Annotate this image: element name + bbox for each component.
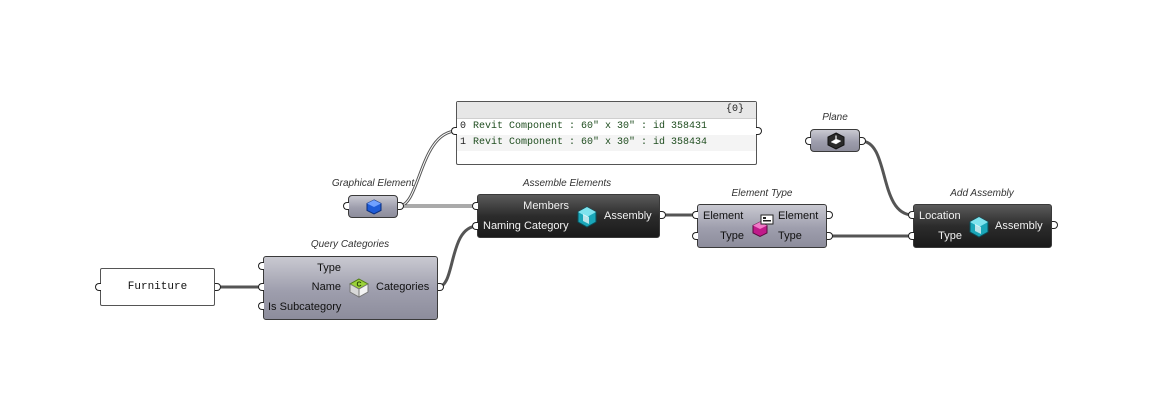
panel-input-grip[interactable] xyxy=(451,127,457,135)
assemble-elements-caption: Assemble Elements xyxy=(522,178,612,189)
output-label-assembly: Assembly xyxy=(995,220,1043,232)
output-label-assembly: Assembly xyxy=(604,210,652,222)
query-categories-name-grip[interactable] xyxy=(258,283,264,291)
element-type-type-output-grip[interactable] xyxy=(827,232,833,240)
wire-plane-to-location xyxy=(859,139,915,217)
input-label-is-subcategory: Is Subcategory xyxy=(268,301,342,313)
panel-row-index: 1 xyxy=(460,137,467,148)
panel-path: {0} xyxy=(725,104,744,115)
output-label-element: Element xyxy=(778,210,819,222)
plane-param[interactable] xyxy=(810,129,860,152)
input-label-type: Type xyxy=(938,230,962,242)
add-assembly-type-grip[interactable] xyxy=(908,232,914,240)
output-label-categories: Categories xyxy=(376,281,430,293)
furniture-output-grip[interactable] xyxy=(215,283,221,291)
input-label-naming-category: Naming Category xyxy=(483,220,569,232)
panel-row-index: 0 xyxy=(460,121,467,132)
assemble-output-grip[interactable] xyxy=(660,211,666,219)
graphical-element-input-grip[interactable] xyxy=(343,202,349,210)
plane-caption: Plane xyxy=(822,112,848,123)
element-type-element-output-grip[interactable] xyxy=(827,211,833,219)
furniture-panel[interactable]: Furniture xyxy=(100,268,215,306)
furniture-value: Furniture xyxy=(127,281,188,293)
svg-text:C: C xyxy=(356,282,361,289)
element-type-type-grip[interactable] xyxy=(692,232,698,240)
input-label-element: Element xyxy=(703,210,744,222)
panel-row: 0 Revit Component : 60" x 30" : id 35843… xyxy=(457,119,756,135)
graphical-element-caption: Graphical Element xyxy=(331,178,415,189)
wire-categories-to-naming xyxy=(436,224,480,289)
wire-graphical-to-panel xyxy=(397,129,459,208)
input-label-location: Location xyxy=(919,210,961,222)
add-assembly-location-grip[interactable] xyxy=(908,211,914,219)
revit-element-icon xyxy=(366,199,382,215)
input-label-type: Type xyxy=(720,230,744,242)
input-label-members: Members xyxy=(523,200,569,212)
furniture-input-grip[interactable] xyxy=(95,283,101,291)
panel-header: {0} xyxy=(457,102,756,119)
element-type-component[interactable]: Element Type Element Type xyxy=(697,204,827,248)
element-type-element-grip[interactable] xyxy=(692,211,698,219)
add-assembly-caption: Add Assembly xyxy=(950,188,1014,199)
query-categories-component[interactable]: Type Name Is Subcategory C Categories xyxy=(263,256,438,320)
assembly-icon xyxy=(577,206,597,228)
graphical-element-output-grip[interactable] xyxy=(398,202,404,210)
assemble-elements-component[interactable]: Members Naming Category Assembly xyxy=(477,194,660,238)
data-panel[interactable]: {0} 0 Revit Component : 60" x 30" : id 3… xyxy=(456,101,757,165)
element-type-caption: Element Type xyxy=(731,188,793,199)
assembly-icon xyxy=(969,216,989,238)
panel-row: 1 Revit Component : 60" x 30" : id 35843… xyxy=(457,135,756,151)
panel-row-text: Revit Component : 60" x 30" : id 358431 xyxy=(473,121,708,132)
panel-row-text: Revit Component : 60" x 30" : id 358434 xyxy=(473,137,708,148)
input-label-type: Type xyxy=(317,262,341,274)
panel-output-grip[interactable] xyxy=(756,127,762,135)
input-label-name: Name xyxy=(311,281,341,293)
add-assembly-output-grip[interactable] xyxy=(1052,221,1058,229)
plane-icon xyxy=(827,132,845,150)
output-label-type: Type xyxy=(778,230,802,242)
query-categories-type-grip[interactable] xyxy=(258,262,264,270)
query-categories-subcategory-grip[interactable] xyxy=(258,302,264,310)
assemble-members-grip[interactable] xyxy=(472,202,478,210)
category-icon: C xyxy=(348,278,370,298)
add-assembly-component[interactable]: Location Type Assembly xyxy=(913,204,1052,248)
plane-input-grip[interactable] xyxy=(805,137,811,145)
query-categories-caption: Query Categories xyxy=(310,239,390,250)
query-categories-output-grip[interactable] xyxy=(438,283,444,291)
graphical-element-param[interactable] xyxy=(348,195,398,218)
element-type-icon xyxy=(752,214,774,238)
plane-output-grip[interactable] xyxy=(860,137,866,145)
assemble-naming-grip[interactable] xyxy=(472,222,478,230)
